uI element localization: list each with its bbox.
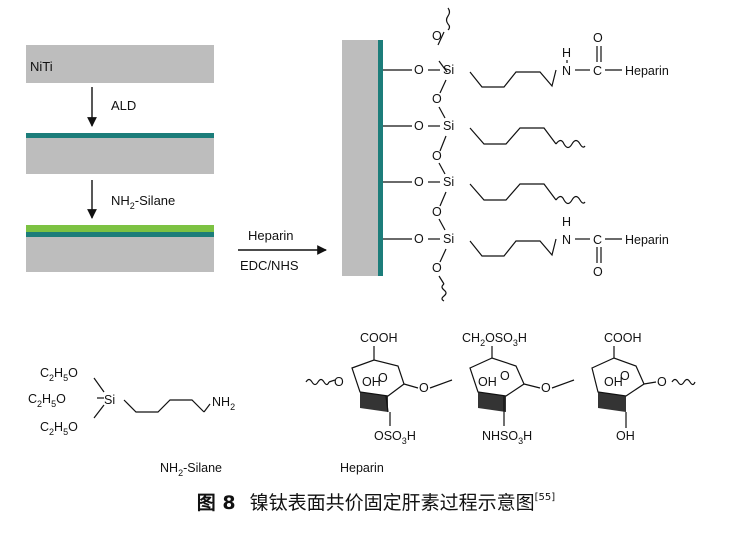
svg-text:O: O xyxy=(657,375,667,389)
svg-text:C2H5O: C2H5O xyxy=(40,420,78,437)
svg-text:O: O xyxy=(414,232,424,246)
svg-text:O: O xyxy=(620,369,630,383)
svg-text:Si: Si xyxy=(443,119,454,133)
silane-step-label: NH2-Silane xyxy=(111,193,175,211)
svg-text:O: O xyxy=(414,119,424,133)
svg-text:O: O xyxy=(541,381,551,395)
svg-text:O: O xyxy=(432,149,442,163)
niti-label: NiTi xyxy=(30,59,53,74)
svg-text:OH: OH xyxy=(604,375,623,389)
svg-text:OH: OH xyxy=(362,375,381,389)
ald-label: ALD xyxy=(111,98,136,113)
svg-text:O: O xyxy=(334,375,344,389)
svg-text:Si: Si xyxy=(443,175,454,189)
heparin-caption: Heparin xyxy=(340,461,384,475)
svg-text:Heparin: Heparin xyxy=(625,233,669,247)
svg-text:Heparin: Heparin xyxy=(625,64,669,78)
figure-number: 图 8 xyxy=(196,492,236,514)
niti-substrate: NiTi xyxy=(26,45,214,83)
svg-text:H: H xyxy=(562,46,571,60)
svg-text:COOH: COOH xyxy=(604,331,642,345)
svg-text:O: O xyxy=(414,63,424,77)
silane-coated-substrate xyxy=(26,225,214,272)
svg-text:O: O xyxy=(419,381,429,395)
modified-surface xyxy=(342,40,383,276)
svg-text:O: O xyxy=(414,175,424,189)
surface-chemistry xyxy=(383,7,622,302)
svg-text:NH2: NH2 xyxy=(212,395,235,412)
svg-text:C2H5O: C2H5O xyxy=(28,392,66,409)
svg-text:O: O xyxy=(432,205,442,219)
svg-text:O: O xyxy=(432,29,442,43)
reagent-edc-nhs: EDC/NHS xyxy=(240,258,299,273)
svg-text:H: H xyxy=(562,215,571,229)
ald-coated-substrate xyxy=(26,133,214,174)
svg-text:NHSO3H: NHSO3H xyxy=(482,429,532,446)
svg-text:OH: OH xyxy=(616,429,635,443)
svg-text:C: C xyxy=(593,64,602,78)
svg-text:C: C xyxy=(593,233,602,247)
svg-text:N: N xyxy=(562,64,571,78)
svg-text:O: O xyxy=(378,371,388,385)
svg-text:Si: Si xyxy=(443,232,454,246)
svg-text:O: O xyxy=(500,369,510,383)
svg-text:O: O xyxy=(432,92,442,106)
caption-text: 镍钛表面共价固定肝素过程示意图 xyxy=(249,492,535,514)
svg-text:C2H5O: C2H5O xyxy=(40,366,78,383)
svg-text:N: N xyxy=(562,233,571,247)
silane-caption: NH2-Silane xyxy=(160,461,222,478)
surface-atoms: O O Si O O Si O O Si O O Si O H N C O He… xyxy=(414,29,669,279)
svg-text:O: O xyxy=(593,265,603,279)
svg-text:OH: OH xyxy=(478,375,497,389)
reagent-heparin: Heparin xyxy=(248,228,294,243)
caption-reference: [55] xyxy=(534,492,556,503)
heparin-structure: O COOH OH O OSO3H O CH2OSO3H OH O NHSO3H… xyxy=(305,331,696,475)
svg-text:Si: Si xyxy=(104,393,115,407)
silane-structure: C2H5O C2H5O C2H5O Si NH2 NH2-Silane xyxy=(28,366,235,478)
figure-caption: 图 8 镍钛表面共价固定肝素过程示意图[55] xyxy=(0,488,752,515)
svg-text:O: O xyxy=(432,261,442,275)
svg-text:COOH: COOH xyxy=(360,331,398,345)
svg-text:O: O xyxy=(593,31,603,45)
svg-text:CH2OSO3H: CH2OSO3H xyxy=(462,331,527,348)
svg-text:Si: Si xyxy=(443,63,454,77)
svg-text:OSO3H: OSO3H xyxy=(374,429,416,446)
